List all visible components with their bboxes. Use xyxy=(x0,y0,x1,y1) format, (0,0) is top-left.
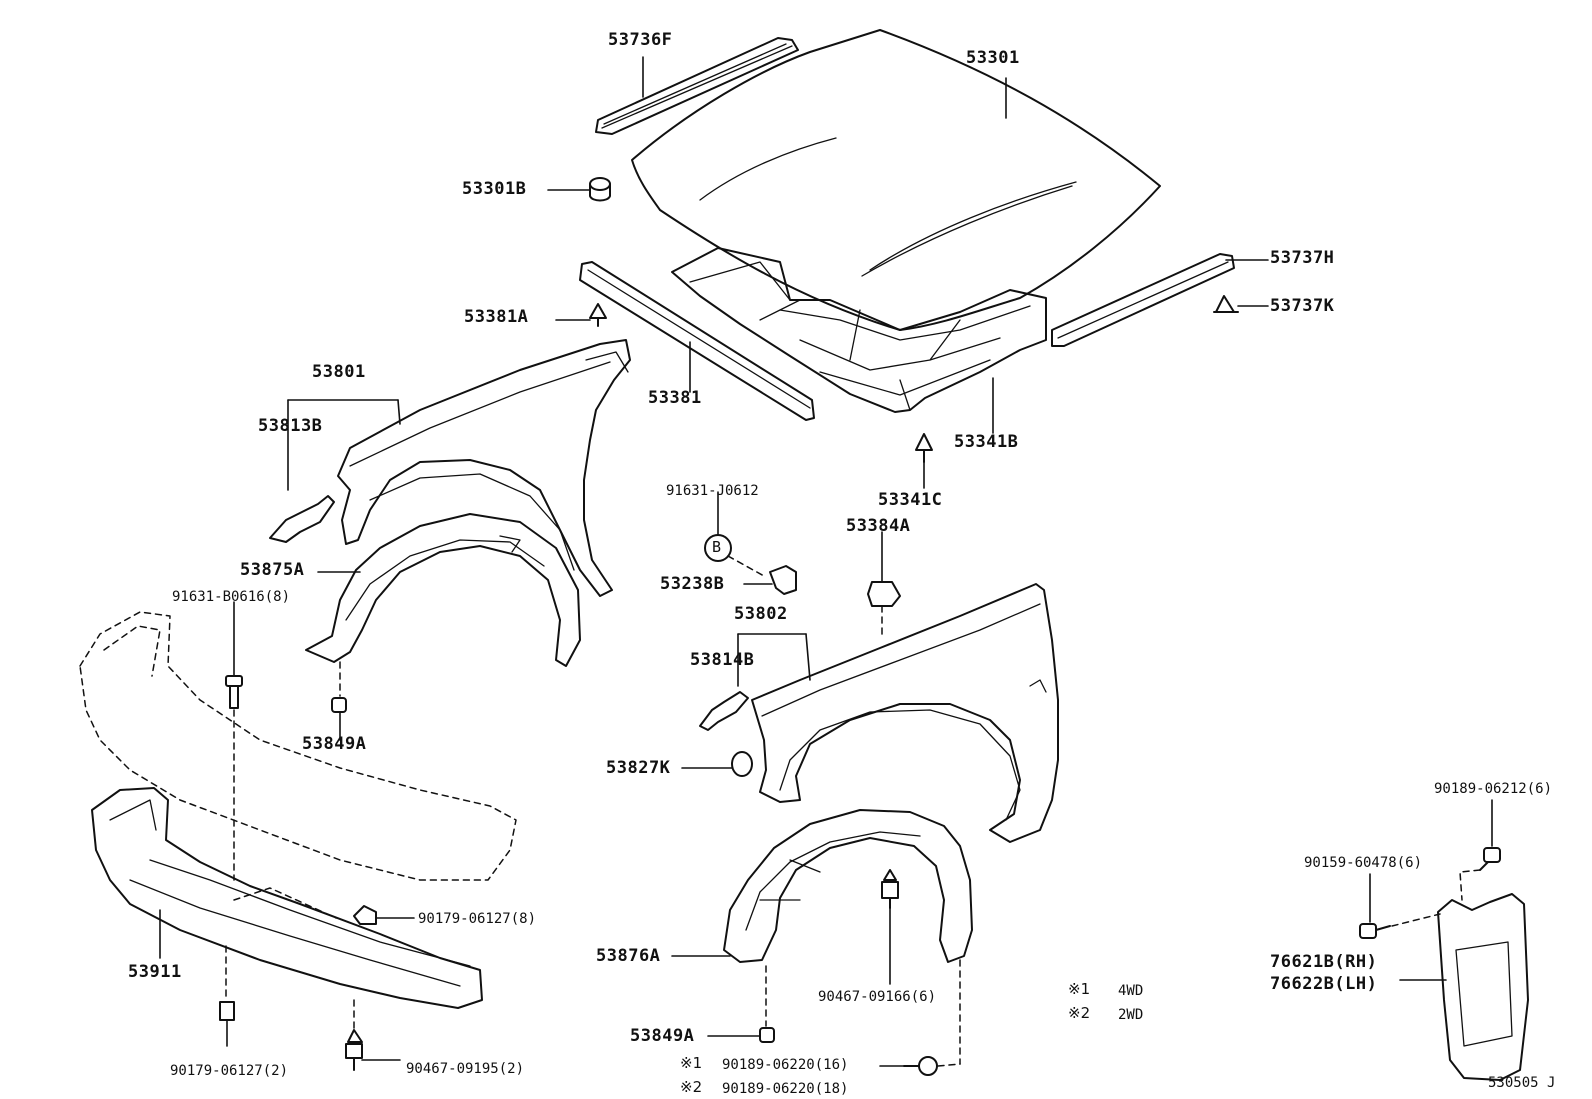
legend-mark-2: ※2 xyxy=(1068,1004,1091,1022)
legend-note-2wd: 2WD xyxy=(1118,1007,1144,1023)
label-53736F: 53736F xyxy=(608,30,673,50)
hood-inner-frame-53341B xyxy=(671,247,1047,434)
hood-cushion-53301B xyxy=(547,177,611,202)
label-53802: 53802 xyxy=(734,604,788,624)
clip-53849A-right xyxy=(707,1027,775,1043)
label-53849A-right: 53849A xyxy=(630,1026,695,1046)
label-53341C: 53341C xyxy=(878,490,943,510)
bracket-53813B xyxy=(269,495,335,543)
label-76621B: 76621B(RH) xyxy=(1270,952,1378,972)
label-53238B: 53238B xyxy=(660,574,725,594)
clip-53849A-left xyxy=(331,697,347,741)
right-fender-53802 xyxy=(737,583,1059,843)
label-53381: 53381 xyxy=(648,388,702,408)
mark-2-prefix: ※2 xyxy=(680,1078,703,1096)
legend-note-4wd: 4WD xyxy=(1118,983,1144,999)
clip-90467-09166 xyxy=(881,869,899,985)
left-fender-liner-53875A xyxy=(305,513,581,697)
label-53849A-left: 53849A xyxy=(302,734,367,754)
label-53341B: 53341B xyxy=(954,432,1019,452)
hood-panel-53301 xyxy=(631,29,1161,331)
label-53381A: 53381A xyxy=(464,307,529,327)
label-53801: 53801 xyxy=(312,362,366,382)
label-90159-60478: 90159-60478(6) xyxy=(1304,855,1423,871)
bolt-90189-06212 xyxy=(1459,799,1501,901)
label-53827K: 53827K xyxy=(606,758,671,778)
label-53384A: 53384A xyxy=(846,516,911,536)
clip-90467-09195 xyxy=(345,999,401,1071)
label-76622B: 76622B(LH) xyxy=(1270,974,1378,994)
label-90467-09166: 90467-09166(6) xyxy=(818,989,937,1005)
label-91631-B0616: 91631-B0616(8) xyxy=(172,589,291,605)
label-53813B: 53813B xyxy=(258,416,323,436)
bracket-53814B xyxy=(699,691,749,731)
label-90189-06220-18: 90189-06220(18) xyxy=(722,1081,849,1097)
label-90189-06212: 90189-06212(6) xyxy=(1434,781,1553,797)
label-53737H: 53737H xyxy=(1270,248,1335,268)
legend-mark-1: ※1 xyxy=(1068,980,1091,998)
bolt-90159-60478 xyxy=(1359,873,1441,939)
clip-90179-06127-8 xyxy=(233,887,415,925)
mark-1-prefix: ※1 xyxy=(680,1054,703,1072)
clip-53737K xyxy=(1213,295,1269,313)
label-90179-06127-2: 90179-06127(2) xyxy=(170,1063,289,1079)
label-53301: 53301 xyxy=(966,48,1020,68)
label-53301B: 53301B xyxy=(462,179,527,199)
clip-53381A xyxy=(555,303,607,327)
mud-guard xyxy=(1399,893,1529,1081)
left-fender-53801 xyxy=(287,339,631,597)
screw-90189-06220 xyxy=(879,1056,961,1076)
clip-53341C xyxy=(915,433,933,489)
label-53737K: 53737K xyxy=(1270,296,1335,316)
hood-seal-53381 xyxy=(579,261,815,421)
label-53876A: 53876A xyxy=(596,946,661,966)
label-90467-09195: 90467-09195(2) xyxy=(406,1061,525,1077)
bolt-91631-B0616 xyxy=(225,601,243,881)
callout-b-group xyxy=(704,491,765,577)
cushion-53827K xyxy=(681,751,753,777)
label-90189-06220-16: 90189-06220(16) xyxy=(722,1057,849,1073)
label-53814B: 53814B xyxy=(690,650,755,670)
label-53911: 53911 xyxy=(128,962,182,982)
diagram-code: 530505 J xyxy=(1488,1075,1556,1091)
bumper-reinforcement-53911 xyxy=(91,787,483,1009)
callout-b-letter: B xyxy=(712,538,722,556)
bumper-cover xyxy=(79,611,517,881)
clip-90179-06127-2 xyxy=(219,945,235,1047)
bracket-53238B xyxy=(743,565,797,595)
hood-seal-strip-53737H xyxy=(1051,253,1269,347)
label-53875A: 53875A xyxy=(240,560,305,580)
cushion-53384A xyxy=(867,531,901,635)
hood-seal-strip-53736F xyxy=(595,37,799,135)
label-91631-J0612: 91631-J0612 xyxy=(666,483,759,499)
right-fender-liner-53876A xyxy=(671,809,973,1065)
label-90179-06127-8: 90179-06127(8) xyxy=(418,911,537,927)
